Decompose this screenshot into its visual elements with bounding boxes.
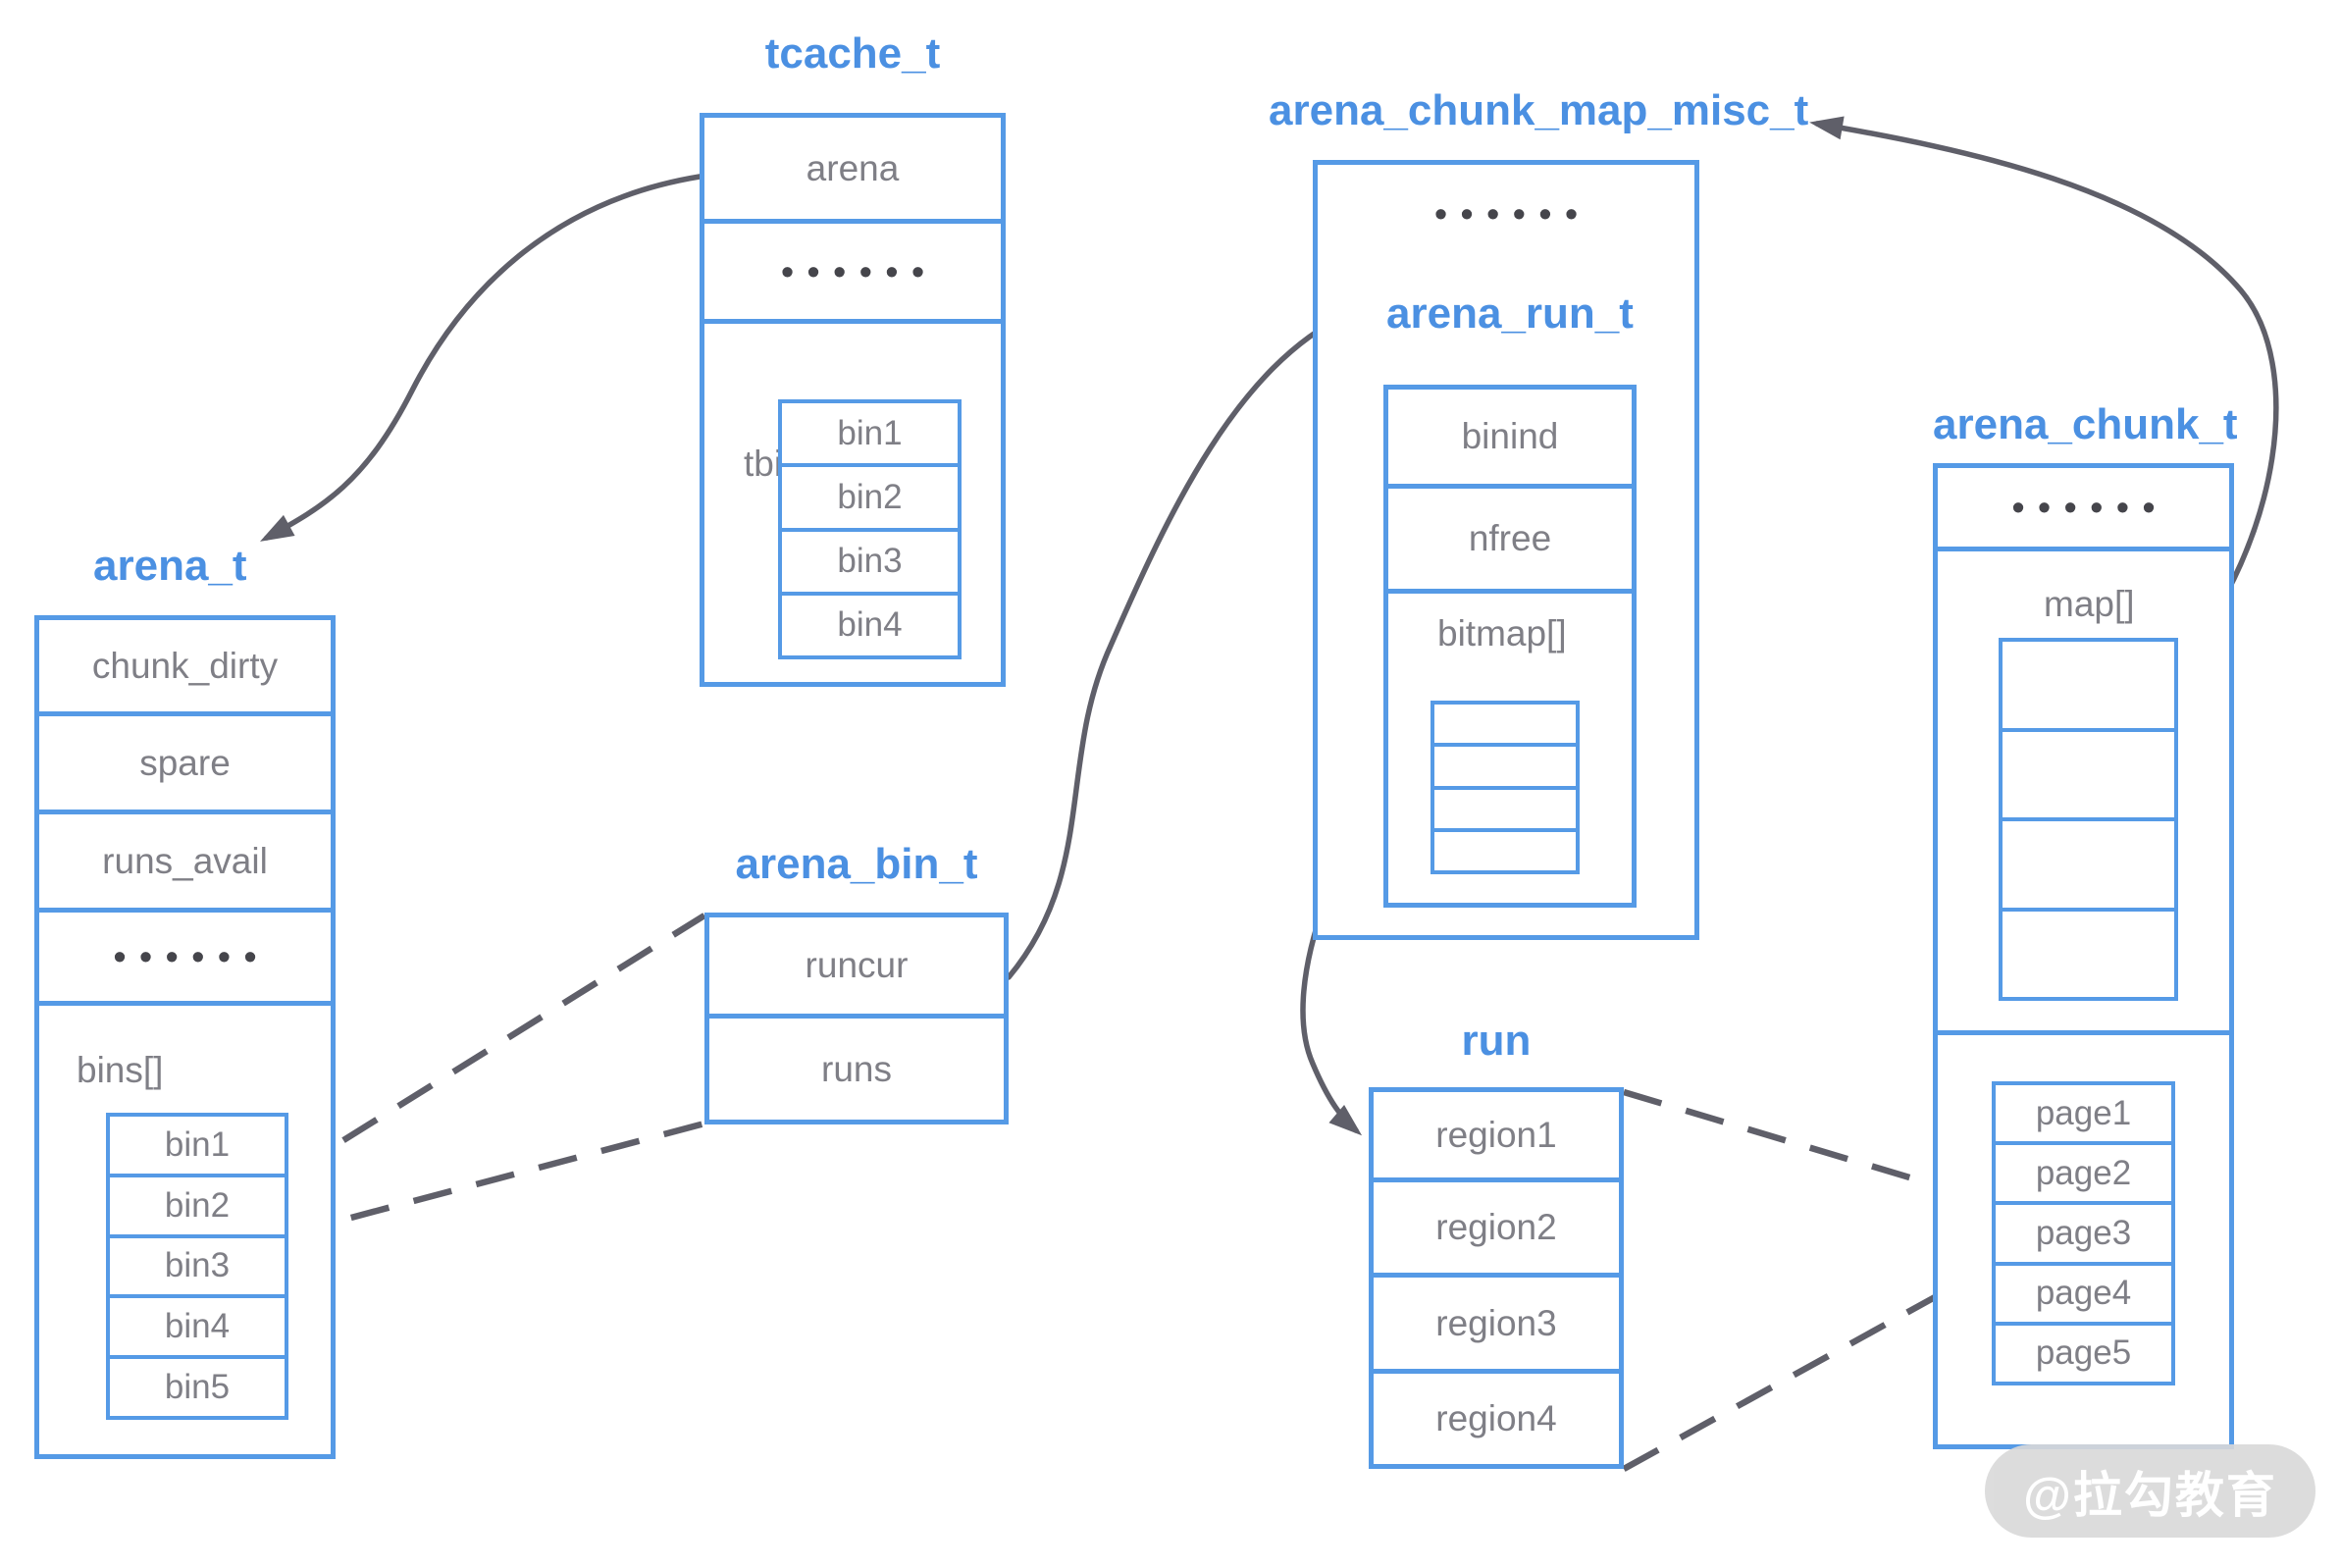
page-cell: page4	[1996, 1266, 2171, 1326]
tcache-bin-cell: bin2	[782, 467, 958, 532]
arena-bin-cell: bin4	[110, 1298, 285, 1360]
run-title: run	[1461, 1017, 1532, 1065]
arena-bin-cell: bin2	[110, 1177, 285, 1238]
dashed-bin1-to-arena-bin-t	[286, 913, 706, 1177]
arena-field-runs-avail: runs_avail	[39, 814, 331, 913]
tcache-t-title: tcache_t	[764, 29, 941, 78]
arena-bin-cell: bin5	[164, 1368, 231, 1407]
tcache-bin-cell: bin4	[837, 605, 903, 645]
arena-chunk-map-label: map[]	[2044, 584, 2135, 624]
arena-bins-label: bins[]	[77, 1050, 164, 1090]
tcache-tbins-table: bin1 bin2 bin3 bin4	[778, 399, 962, 659]
arena-bin-cell: bin3	[110, 1238, 285, 1299]
tcache-field-arena: arena	[704, 118, 1001, 224]
arena-chunk-section-divider	[1933, 1030, 2234, 1035]
arena-run-t-title: arena_run_t	[1386, 289, 1634, 338]
tcache-bin-cell: bin3	[782, 532, 958, 596]
arena-field-spare: spare	[39, 716, 331, 814]
arena-bins-table: bin1 bin2 bin3 bin4 bin5	[106, 1113, 288, 1420]
arena-chunk-t-box: •••••• map[] page1 page2 page3 page4 pag…	[1933, 463, 2234, 1449]
arena-chunk-t-title: arena_chunk_t	[1933, 400, 2238, 448]
map-slot	[2003, 732, 2174, 821]
arena-run-t-box: binind nfree bitmap[]	[1383, 385, 1637, 908]
page-cell: page1	[1996, 1085, 2171, 1146]
arena-run-bitmap-table	[1431, 701, 1580, 874]
arena-run-field-nfree: nfree	[1388, 489, 1632, 594]
page-cell: page5	[2035, 1333, 2132, 1373]
arena-chunk-dots: ••••••	[1938, 468, 2229, 551]
map-slot	[2003, 821, 2174, 912]
arena-run-field-binind: binind	[1388, 390, 1632, 489]
map-slot	[2003, 642, 2174, 732]
bitmap-slot	[1434, 832, 1576, 870]
arena-t-title: arena_t	[93, 542, 247, 590]
arena-field-chunk-dirty: chunk_dirty	[39, 620, 331, 716]
bitmap-slot	[1434, 790, 1576, 832]
arena-chunk-pages-table: page1 page2 page3 page4 page5	[1992, 1081, 2175, 1385]
tcache-t-box: arena •••••• tbins[] bin1 bin2 bin3 bin4	[700, 113, 1006, 687]
dashed-run-bottom-to-page3	[1622, 1263, 1994, 1472]
arrow-runcur-to-arena-run-t	[1006, 310, 1356, 980]
run-region3: region3	[1374, 1278, 1619, 1374]
chunk-map-misc-dots: ••••••	[1434, 193, 1591, 234]
bitmap-slot	[1434, 747, 1576, 790]
arena-chunk-map-table	[1999, 638, 2178, 1001]
dashed-bin2-to-arena-bin-t	[287, 1120, 705, 1238]
run-region4: region4	[1435, 1398, 1557, 1438]
run-region1: region1	[1374, 1092, 1619, 1182]
page-cell: page2	[1996, 1145, 2171, 1206]
arena-dots: ••••••	[39, 913, 331, 1006]
tcache-dots: ••••••	[704, 224, 1001, 324]
bitmap-slot	[1434, 705, 1576, 748]
map-slot	[2003, 912, 2174, 998]
arena-chunk-map-misc-t-title: arena_chunk_map_misc_t	[1269, 86, 1809, 134]
arena-bin-field-runs: runs	[821, 1048, 892, 1089]
run-region2: region2	[1374, 1182, 1619, 1278]
arena-bin-t-box: runcur runs	[704, 913, 1009, 1124]
arena-chunk-map-misc-t-box: •••••• arena_run_t binind nfree bitmap[]	[1313, 160, 1699, 940]
run-box: region1 region2 region3 region4	[1369, 1087, 1624, 1469]
arena-bin-t-title: arena_bin_t	[735, 840, 978, 888]
arena-bin-field-runcur: runcur	[709, 917, 1004, 1019]
arrow-map-to-chunk-map-misc-t	[1809, 116, 2279, 670]
tcache-bin-cell: bin1	[782, 403, 958, 468]
arena-run-bitmap-label: bitmap[]	[1437, 613, 1567, 653]
lagou-watermark: @拉勾教育	[1985, 1444, 2315, 1538]
arena-bin-cell: bin1	[110, 1117, 285, 1177]
arena-t-box: chunk_dirty spare runs_avail •••••• bins…	[34, 615, 336, 1459]
page-cell: page3	[1996, 1205, 2171, 1266]
arrow-tcache-arena-to-arena-t	[259, 174, 702, 542]
